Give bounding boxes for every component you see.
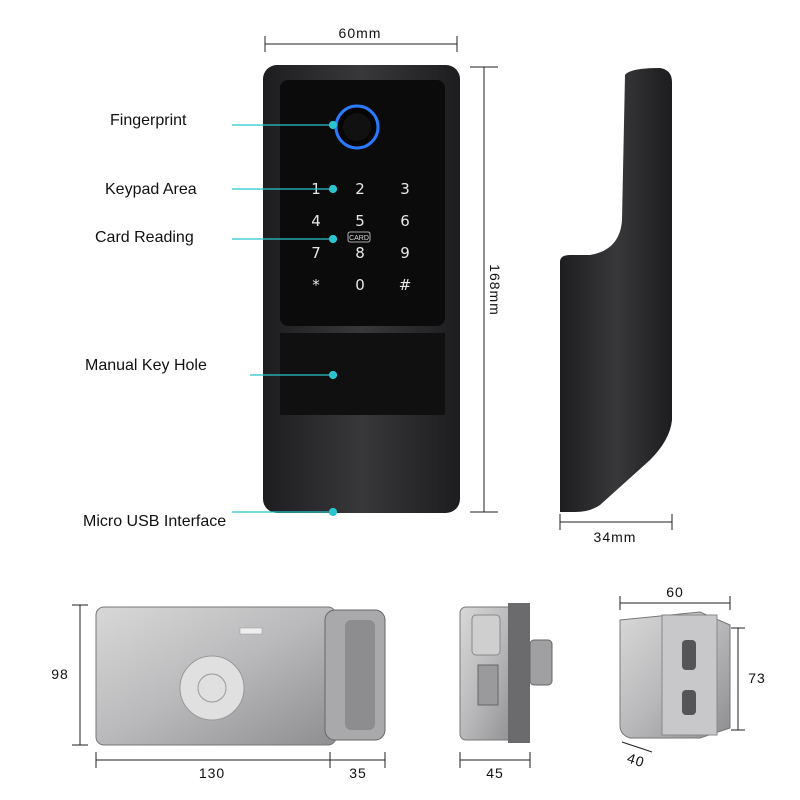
key-2[interactable]: 2 <box>355 180 365 198</box>
bracket-height-label: 73 <box>748 670 766 686</box>
key-7[interactable]: 7 <box>311 244 321 262</box>
key-3[interactable]: 3 <box>400 180 410 198</box>
callout-fingerprint: Fingerprint <box>110 112 187 129</box>
height-dimension: 168mm <box>470 66 503 513</box>
rim-height-label: 98 <box>51 666 69 682</box>
key-4[interactable]: 4 <box>311 212 321 230</box>
callout-keypad-area: Keypad Area <box>105 181 197 198</box>
key-9[interactable]: 9 <box>400 244 410 262</box>
rim-width-label: 130 <box>199 765 225 781</box>
bracket-dimensions <box>619 596 745 753</box>
depth-label: 34mm <box>594 529 637 545</box>
width-label: 60mm <box>339 25 382 41</box>
key-8[interactable]: 8 <box>355 244 365 262</box>
key-star[interactable]: * <box>312 276 320 294</box>
depth-dimension: 34mm <box>559 514 673 545</box>
height-label: 168mm <box>487 264 503 316</box>
strike-bracket <box>619 611 731 739</box>
rim-lock-front <box>95 606 386 746</box>
lock-front <box>263 65 460 513</box>
side-dimensions <box>459 752 531 768</box>
bracket-width-label: 60 <box>666 584 684 600</box>
callout-micro-usb: Micro USB Interface <box>83 513 226 530</box>
knob-width-label: 35 <box>349 765 367 781</box>
touch-panel <box>280 80 445 326</box>
lock-side-view <box>560 68 672 512</box>
callout-card-reading: Card Reading <box>95 229 194 246</box>
rim-lock-side <box>459 603 553 743</box>
rim-lock-dimensions <box>72 604 386 768</box>
callout-manual-key-hole: Manual Key Hole <box>85 357 207 374</box>
key-6[interactable]: 6 <box>400 212 410 230</box>
callouts <box>232 120 338 517</box>
key-hole-cover <box>280 333 445 415</box>
key-hash[interactable]: # <box>399 276 412 294</box>
key-5[interactable]: 5 <box>355 212 365 230</box>
card-badge: CARD <box>349 235 369 242</box>
bracket-depth-label: 40 <box>625 750 647 771</box>
key-cylinder-icon <box>179 655 245 721</box>
side-depth-label: 45 <box>486 765 504 781</box>
key-0[interactable]: 0 <box>355 276 365 294</box>
width-dimension: 60mm <box>264 25 458 52</box>
